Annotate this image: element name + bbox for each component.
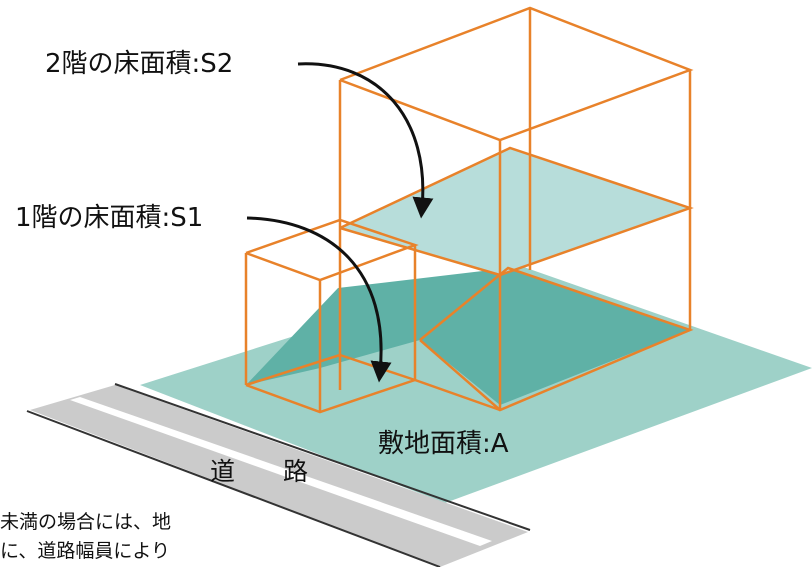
arrow-to-s2 (297, 62, 434, 219)
arrow-to-s1 (246, 216, 392, 383)
road (26, 383, 531, 567)
second-floor-plane (340, 148, 690, 275)
label-first-floor-area: 1階の床面積:S1 (15, 203, 203, 233)
note-line-2: に、道路幅員により (0, 540, 170, 562)
first-floor-slab (246, 268, 690, 405)
note-line-1: 未満の場合には、地 (0, 511, 171, 533)
label-second-floor-area: 2階の床面積:S2 (45, 49, 233, 79)
label-road: 道 路 (210, 457, 328, 486)
label-site-area: 敷地面積:A (378, 429, 509, 459)
